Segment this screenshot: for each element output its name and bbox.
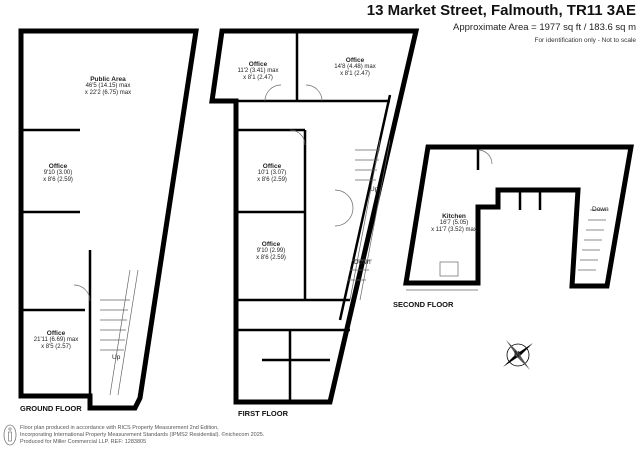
identification-note: For identification only - Not to scale (534, 37, 636, 44)
footer-notes: Floor plan produced in accordance with R… (20, 425, 265, 445)
compass-north-label: N (514, 350, 520, 359)
second-floor-label: SECOND FLOOR (393, 300, 454, 309)
second-floor-walls (403, 144, 634, 289)
stairs-down-first: Down (354, 259, 371, 266)
stairs-up-first: Up (370, 186, 379, 193)
info-icon (3, 424, 17, 446)
ground-floor-label: GROUND FLOOR (20, 404, 82, 413)
first-floor-walls (209, 28, 420, 405)
compass (503, 340, 533, 370)
property-title: 13 Market Street, Falmouth, TR11 3AE (366, 2, 636, 19)
ground-floor-walls (18, 28, 199, 411)
stairs-down-second: Down (592, 206, 609, 213)
stairs-up-ground: Up (112, 354, 121, 361)
approximate-area: Approximate Area = 1977 sq ft / 183.6 sq… (453, 22, 636, 33)
first-floor-label: FIRST FLOOR (238, 409, 288, 418)
